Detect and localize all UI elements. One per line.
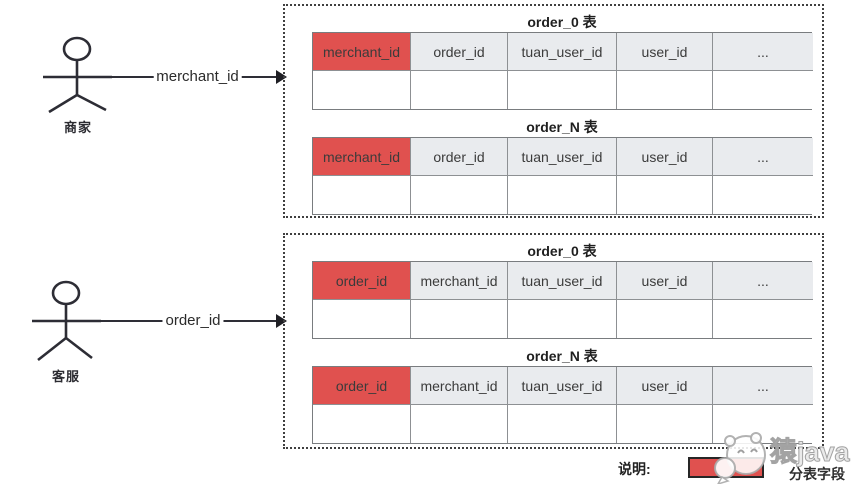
table-group: order_N 表 order_id merchant_id tuan_user… [312, 346, 813, 444]
empty-cell [508, 300, 617, 338]
column-header-shard: merchant_id [313, 33, 411, 71]
empty-cell [713, 176, 813, 214]
empty-cell [313, 176, 411, 214]
column-header: user_id [617, 33, 713, 71]
table-group: order_0 表 merchant_id order_id tuan_user… [312, 12, 813, 110]
empty-cell [617, 71, 713, 109]
order-table: order_id merchant_id tuan_user_id user_i… [312, 366, 813, 444]
table-title: order_N 表 [526, 119, 598, 135]
empty-cell [313, 300, 411, 338]
arrowhead-icon [276, 70, 287, 84]
column-header: tuan_user_id [508, 33, 617, 71]
column-header-shard: order_id [313, 262, 411, 300]
empty-cell [508, 405, 617, 443]
column-header: ... [713, 33, 813, 71]
empty-cell [411, 71, 508, 109]
table-group: order_N 表 merchant_id order_id tuan_user… [312, 117, 813, 215]
column-header: user_id [617, 367, 713, 405]
customer-service-actor: 客服 [23, 273, 109, 388]
empty-cell [617, 300, 713, 338]
table-group: order_0 表 order_id merchant_id tuan_user… [312, 241, 813, 339]
empty-cell [508, 176, 617, 214]
column-header: user_id [617, 138, 713, 176]
customer-service-stick-figure-icon [32, 280, 101, 362]
order-table: merchant_id order_id tuan_user_id user_i… [312, 32, 813, 110]
empty-cell [313, 405, 411, 443]
order-table: merchant_id order_id tuan_user_id user_i… [312, 137, 813, 215]
arrowhead-icon [276, 314, 287, 328]
column-header-shard: merchant_id [313, 138, 411, 176]
merchant-stick-figure-icon [43, 36, 112, 114]
empty-cell [713, 405, 813, 443]
column-header: tuan_user_id [508, 138, 617, 176]
customer-service-actor-label: 客服 [51, 369, 80, 384]
empty-cell [713, 71, 813, 109]
merchant-arrow-label: merchant_id [153, 69, 242, 85]
column-header: user_id [617, 262, 713, 300]
column-header: merchant_id [411, 367, 508, 405]
empty-cell [508, 71, 617, 109]
column-header-shard: order_id [313, 367, 411, 405]
column-header: tuan_user_id [508, 367, 617, 405]
empty-cell [411, 405, 508, 443]
empty-cell [617, 176, 713, 214]
empty-cell [411, 300, 508, 338]
merchant-id-arrow: merchant_id [110, 69, 287, 85]
column-header: ... [713, 367, 813, 405]
table-title: order_0 表 [527, 243, 597, 259]
empty-cell [713, 300, 813, 338]
empty-cell [617, 405, 713, 443]
legend-shard-swatch [688, 457, 764, 478]
column-header: tuan_user_id [508, 262, 617, 300]
column-header: ... [713, 262, 813, 300]
merchant-actor: 商家 [33, 28, 123, 140]
table-title: order_N 表 [526, 348, 598, 364]
order-shard-box: order_0 表 order_id merchant_id tuan_user… [283, 233, 824, 449]
merchant-shard-box: order_0 表 merchant_id order_id tuan_user… [283, 4, 824, 218]
order-table: order_id merchant_id tuan_user_id user_i… [312, 261, 813, 339]
column-header: order_id [411, 138, 508, 176]
column-header: order_id [411, 33, 508, 71]
table-title: order_0 表 [527, 14, 597, 30]
service-arrow-label: order_id [162, 313, 224, 329]
order-id-arrow: order_id [101, 313, 287, 329]
empty-cell [313, 71, 411, 109]
column-header: ... [713, 138, 813, 176]
column-header: merchant_id [411, 262, 508, 300]
legend-shard-field-label: 分表字段 [789, 466, 845, 482]
legend-label: 说明: [618, 461, 651, 477]
merchant-actor-label: 商家 [63, 120, 92, 135]
empty-cell [411, 176, 508, 214]
